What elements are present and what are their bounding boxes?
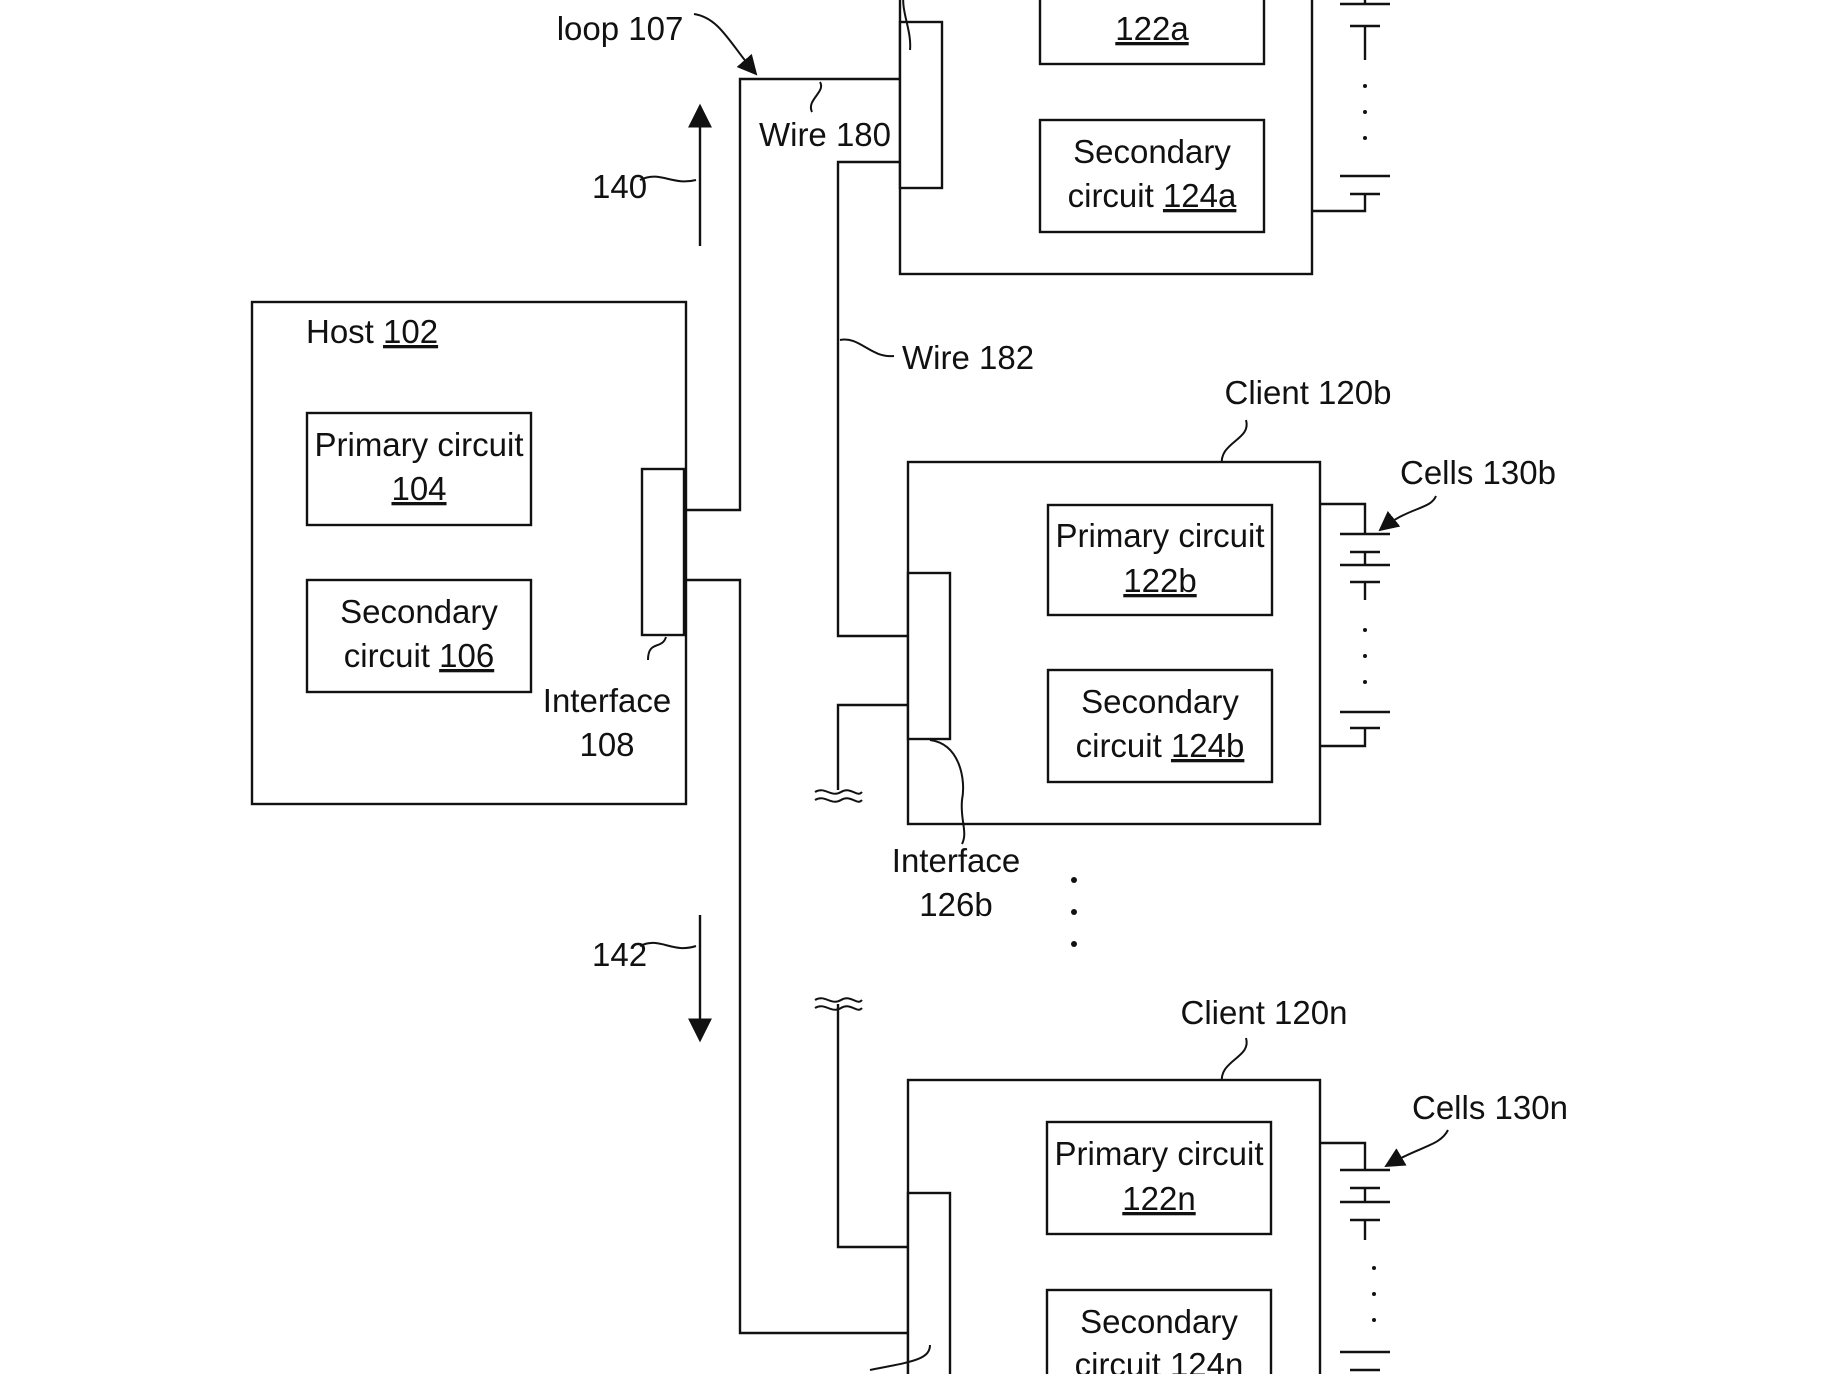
interface-108-leader [647, 636, 667, 661]
client-b-secondary-number: circuit 124b [1076, 727, 1245, 764]
cells-130b-arrow [1378, 495, 1437, 532]
client-n-interface [906, 1191, 952, 1374]
interface-108-number: 108 [579, 726, 634, 763]
client-b-title-leader [1220, 419, 1248, 467]
loop-return-line [684, 578, 916, 1335]
client-n-interface-leader [869, 1344, 931, 1371]
client-n-cells [1320, 1141, 1390, 1372]
client-b-primary-circuit [1046, 503, 1274, 617]
loop-upper-line [684, 77, 900, 512]
interface-126b-number: 126b [919, 886, 992, 923]
host-secondary-circuit [305, 578, 533, 694]
client-a-interface-leader [902, 0, 912, 51]
host-block: Host 102 Primary circuit 104 Secondary c… [250, 300, 688, 806]
client-b-secondary-circuit [1046, 668, 1274, 784]
client-n-primary-circuit [1045, 1120, 1273, 1236]
host-secondary-label: Secondary [340, 593, 498, 630]
client-n-title: Client 120n [1181, 994, 1348, 1031]
arrow-140-label: 140 [592, 168, 647, 205]
client-n-secondary-circuit [1045, 1288, 1273, 1374]
client-a-secondary-label: Secondary [1073, 133, 1231, 170]
wire-182-label: Wire 182 [902, 339, 1034, 376]
more-clients-ellipsis [1071, 877, 1077, 947]
loop-107-label: loop 107 [557, 10, 684, 47]
client-b-primary-number: 122b [1123, 562, 1196, 599]
host-secondary-number: circuit 106 [344, 637, 494, 674]
client-a-block: 122a Secondary circuit 124a [898, 0, 1390, 276]
arrow-140-leader [639, 175, 697, 183]
client-b-block: Client 120b Primary circuit 122b Seconda… [892, 374, 1556, 923]
client-a-secondary-circuit [1038, 118, 1266, 234]
client-b-title: Client 120b [1225, 374, 1392, 411]
client-n-title-leader [1220, 1037, 1248, 1085]
host-primary-number: 104 [391, 470, 446, 507]
wire-180-leader [809, 81, 823, 113]
host-outline [250, 300, 688, 806]
loop-107-arrow [693, 13, 758, 76]
break-symbol-top [814, 789, 863, 795]
client-b-cells [1320, 502, 1390, 748]
host-interface [640, 467, 686, 637]
wire-182-line [836, 160, 908, 638]
client-a-secondary-number: circuit 124a [1068, 177, 1237, 214]
client-n-block: Client 120n Primary circuit 122n Seconda… [869, 994, 1568, 1374]
client-b-secondary-label: Secondary [1081, 683, 1239, 720]
host-primary-label: Primary circuit [314, 426, 523, 463]
break-symbol-top-2 [814, 797, 863, 803]
client-n-secondary-number: circuit 124n [1075, 1346, 1244, 1374]
wire-b-down [836, 703, 908, 790]
host-label: Host 102 [306, 313, 438, 350]
interface-108-label: Interface [543, 682, 671, 719]
client-n-primary-label: Primary circuit [1054, 1135, 1263, 1172]
interface-126b-label: Interface [892, 842, 1020, 879]
client-b-primary-label: Primary circuit [1055, 517, 1264, 554]
cells-130n-arrow [1384, 1129, 1449, 1168]
interface-126b-leader [929, 739, 966, 845]
arrow-142-leader [639, 941, 697, 950]
client-a-cells [1312, 0, 1390, 213]
client-b-interface [906, 571, 952, 741]
cells-130n-label: Cells 130n [1412, 1089, 1568, 1126]
client-n-primary-number: 122n [1122, 1180, 1195, 1217]
wire-180-label: Wire 180 [759, 116, 891, 153]
break-symbol-bottom-2 [814, 1005, 863, 1011]
cells-130b-label: Cells 130b [1400, 454, 1556, 491]
client-a-primary-number: 122a [1115, 10, 1189, 47]
arrow-142-label: 142 [592, 936, 647, 973]
client-a-interface [898, 20, 944, 190]
wire-n-up [836, 1004, 908, 1249]
client-a-primary-circuit [1038, 0, 1266, 66]
host-primary-circuit [305, 411, 533, 527]
wire-182-leader [839, 338, 895, 358]
break-symbol-bottom [814, 997, 863, 1003]
daisy-chain-loop [684, 77, 916, 1335]
client-n-secondary-label: Secondary [1080, 1303, 1238, 1340]
